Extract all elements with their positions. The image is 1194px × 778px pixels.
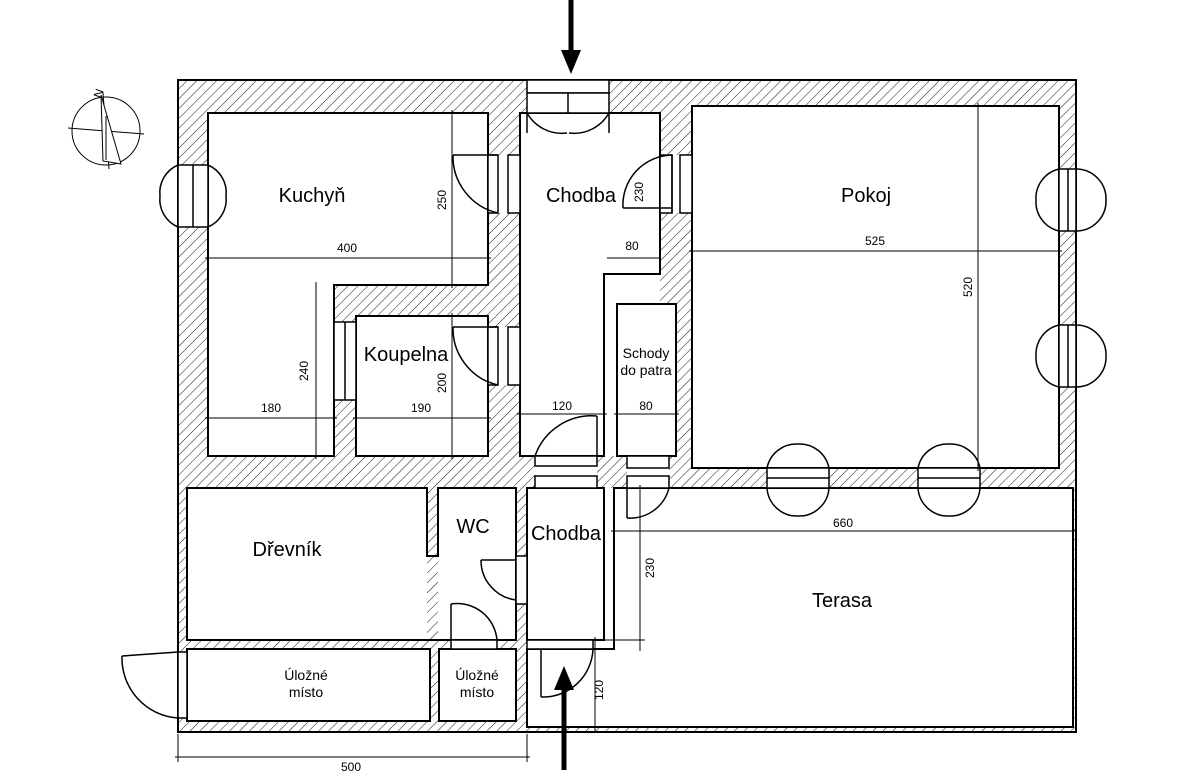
room-label-chodba-upper: Chodba (546, 185, 617, 207)
dim-pokoj-width: 525 (865, 234, 885, 248)
room-label-schody-2: do patra (620, 362, 672, 378)
windows (159, 79, 1107, 517)
dim-190: 190 (411, 401, 431, 415)
dim-pokoj-height: 520 (961, 277, 975, 297)
room-label-chodba-lower: Chodba (531, 523, 602, 545)
walls-hatch (178, 80, 1076, 732)
dim-chodba-80: 80 (625, 239, 639, 253)
dim-120: 120 (552, 399, 572, 413)
dim-koupelna-200: 200 (435, 373, 449, 393)
room-label-schody-1: Schody (623, 345, 670, 361)
dim-180: 180 (261, 401, 281, 415)
compass-north-label: N (91, 87, 107, 100)
doors (121, 112, 693, 719)
dim-terasa-660: 660 (833, 516, 853, 530)
dim-left-240: 240 (297, 361, 311, 381)
dim-bottom-120: 120 (592, 680, 606, 700)
dim-chodba-230: 230 (632, 182, 646, 202)
compass-icon (67, 92, 145, 170)
room-label-ulozne1-2: místo (289, 684, 323, 700)
dim-terasa-230: 230 (643, 558, 657, 578)
room-label-ulozne2-2: místo (460, 684, 494, 700)
room-label-kuchyn: Kuchyň (279, 185, 346, 207)
dim-overall-500: 500 (341, 760, 361, 774)
room-label-wc: WC (456, 516, 489, 538)
dim-kuchyn-height: 250 (435, 190, 449, 210)
room-label-pokoj: Pokoj (841, 185, 891, 207)
room-label-drevnik: Dřevník (253, 539, 323, 561)
room-label-ulozne2-1: Úložné (455, 667, 499, 683)
entrance-arrows (554, 0, 581, 770)
dimension-lines (175, 103, 1076, 762)
room-labels: Kuchyň Chodba Pokoj Koupelna Schody do p… (253, 185, 891, 700)
dim-80: 80 (639, 399, 653, 413)
dimension-labels: 400 250 230 80 525 520 240 200 180 190 1… (261, 182, 975, 774)
entrance-door-frame (526, 79, 610, 94)
room-label-ulozne1-1: Úložné (284, 667, 328, 683)
dim-kuchyn-width: 400 (337, 241, 357, 255)
room-label-koupelna: Koupelna (364, 344, 449, 366)
room-label-terasa: Terasa (812, 590, 873, 612)
